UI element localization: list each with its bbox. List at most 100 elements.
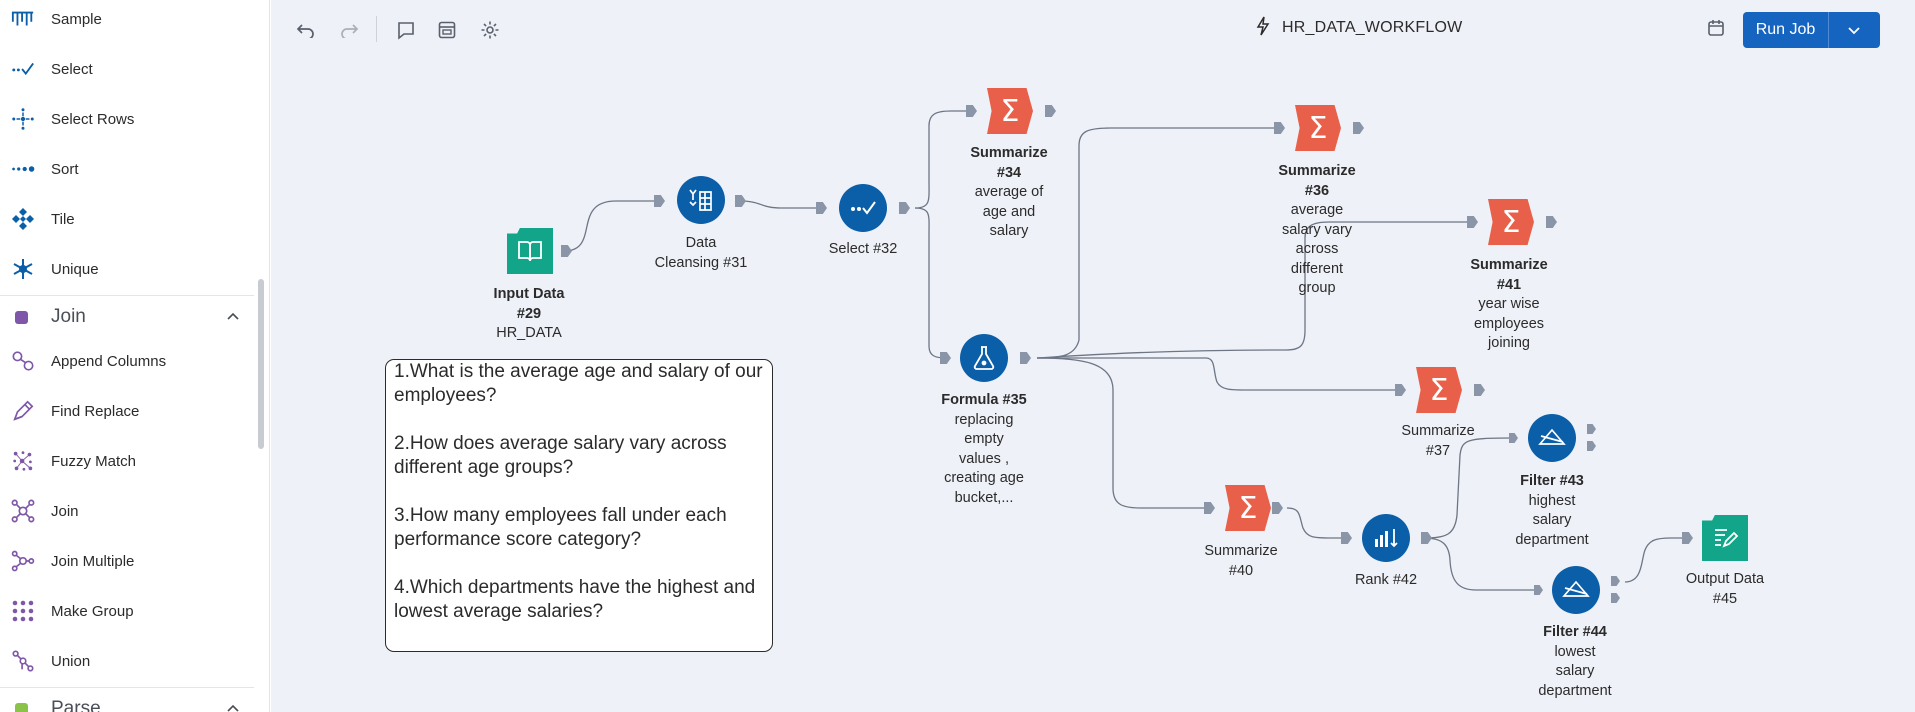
input-data-node[interactable] — [507, 228, 553, 274]
divider — [0, 687, 254, 688]
output-port[interactable] — [1020, 352, 1031, 364]
output-port[interactable] — [1421, 532, 1432, 544]
node-description: joining — [1488, 335, 1530, 352]
summarize-37-label: Summarize #37 — [1368, 422, 1508, 461]
false-output-port[interactable] — [1611, 593, 1620, 603]
sigma-icon: Σ — [1238, 490, 1258, 526]
chevron-up-icon[interactable] — [226, 310, 240, 324]
rank-node[interactable] — [1362, 514, 1410, 562]
output-port[interactable] — [1353, 122, 1364, 134]
comment-icon[interactable] — [393, 17, 419, 43]
false-output-port[interactable] — [1587, 441, 1596, 451]
output-port[interactable] — [735, 195, 746, 207]
summarize-node[interactable]: Σ — [1488, 199, 1534, 245]
run-job-label[interactable]: Run Job — [1743, 12, 1829, 48]
run-job-button[interactable]: Run Job — [1743, 12, 1880, 48]
input-port[interactable] — [966, 105, 977, 117]
palette-item-sample[interactable]: Sample — [0, 0, 252, 44]
node-name: Output Data — [1685, 571, 1765, 587]
write-icon — [1715, 529, 1739, 548]
palette-item-label: Sample — [51, 10, 102, 28]
palette-item-join[interactable]: Join — [0, 486, 252, 536]
select-node[interactable] — [839, 184, 887, 232]
node-description: creating age — [944, 470, 1024, 487]
filter-node[interactable] — [1528, 414, 1576, 462]
sigma-icon: Σ — [1308, 110, 1328, 146]
node-description: department — [1538, 682, 1612, 699]
true-output-port[interactable] — [1587, 424, 1596, 434]
palette-item-find-replace[interactable]: Find Replace — [0, 386, 252, 436]
input-port[interactable] — [1467, 216, 1478, 228]
formula-label: Formula #35 replacing empty values , cre… — [914, 391, 1054, 508]
node-name: Summarize — [1470, 257, 1548, 273]
palette-item-join-multiple[interactable]: Join Multiple — [0, 536, 252, 586]
input-port[interactable] — [1274, 122, 1285, 134]
node-name: Summarize — [1204, 543, 1278, 559]
input-port[interactable] — [1395, 384, 1406, 396]
palette-item-label: Sort — [51, 160, 79, 178]
palette-item-label: Join — [51, 502, 79, 520]
schedule-icon[interactable] — [1703, 15, 1729, 41]
redo-icon[interactable] — [336, 17, 362, 43]
select-icon — [11, 57, 35, 81]
node-name: Summarize — [1401, 423, 1475, 439]
input-port[interactable] — [1509, 433, 1518, 443]
palette-item-append-columns[interactable]: Append Columns — [0, 336, 252, 386]
output-port[interactable] — [899, 202, 910, 214]
summarize-node[interactable]: Σ — [987, 88, 1033, 134]
true-output-port[interactable] — [1611, 576, 1620, 586]
palette-item-fuzzy-match[interactable]: Fuzzy Match — [0, 436, 252, 486]
undo-icon[interactable] — [293, 17, 319, 43]
output-port[interactable] — [1546, 216, 1557, 228]
workflow-title: HR_DATA_WORKFLOW — [1256, 16, 1463, 39]
chevron-up-icon[interactable] — [226, 702, 240, 712]
output-port[interactable] — [1474, 384, 1485, 396]
make-group-icon — [11, 599, 35, 623]
settings-icon[interactable] — [477, 17, 503, 43]
input-port[interactable] — [940, 352, 951, 364]
input-port[interactable] — [816, 202, 827, 214]
formula-node[interactable] — [960, 334, 1008, 382]
comment-box[interactable]: 1.What is the average age and salary of … — [385, 359, 773, 652]
palette-item-select-rows[interactable]: Select Rows — [0, 94, 252, 144]
input-port[interactable] — [1534, 585, 1543, 595]
comment-question: 1.What is the average age and salary of … — [394, 361, 763, 406]
palette-item-make-group[interactable]: Make Group — [0, 586, 252, 636]
fuzzy-match-icon — [11, 449, 35, 473]
palette-item-union[interactable]: Union — [0, 636, 252, 686]
summarize-node[interactable]: Σ — [1225, 485, 1271, 531]
node-description: average — [1290, 202, 1344, 219]
palette-item-label: Fuzzy Match — [51, 452, 137, 470]
group-color-swatch — [15, 310, 28, 324]
input-port[interactable] — [1204, 502, 1215, 514]
palette-scrollbar[interactable] — [258, 279, 264, 449]
output-data-node[interactable] — [1702, 515, 1748, 561]
palette-item-unique[interactable]: Unique — [0, 244, 252, 294]
input-port[interactable] — [1341, 532, 1352, 544]
palette-group-parse[interactable]: Parse — [0, 688, 252, 712]
workflow-title-text: HR_DATA_WORKFLOW — [1282, 19, 1463, 36]
palette-item-select[interactable]: Select — [0, 44, 252, 94]
node-number: #41 — [1496, 276, 1522, 293]
output-port[interactable] — [1272, 502, 1283, 514]
filter-node[interactable] — [1552, 566, 1600, 614]
data-cleansing-label: Data Cleansing #31 — [631, 234, 771, 273]
node-description: bucket,... — [954, 489, 1014, 506]
node-name: Filter #43 — [1520, 473, 1584, 489]
input-port[interactable] — [1682, 532, 1693, 544]
summarize-node[interactable]: Σ — [1295, 105, 1341, 151]
output-port[interactable] — [1045, 105, 1056, 117]
input-port[interactable] — [654, 195, 665, 207]
node-description: age and — [982, 203, 1036, 220]
palette-item-label: Append Columns — [51, 352, 167, 370]
preview-icon[interactable] — [434, 17, 460, 43]
workflow-canvas[interactable]: HR_DATA_WORKFLOW Run Job Input Data #29 … — [271, 0, 1915, 712]
data-cleansing-node[interactable] — [677, 176, 725, 224]
palette-item-tile[interactable]: Tile — [0, 194, 252, 244]
output-port[interactable] — [561, 245, 572, 257]
chevron-down-icon[interactable] — [1829, 12, 1879, 48]
summarize-node[interactable]: Σ — [1416, 367, 1462, 413]
palette-group-join[interactable]: Join — [0, 296, 252, 338]
input-data-label: Input Data #29 HR_DATA — [459, 285, 599, 344]
palette-item-sort[interactable]: Sort — [0, 144, 252, 194]
